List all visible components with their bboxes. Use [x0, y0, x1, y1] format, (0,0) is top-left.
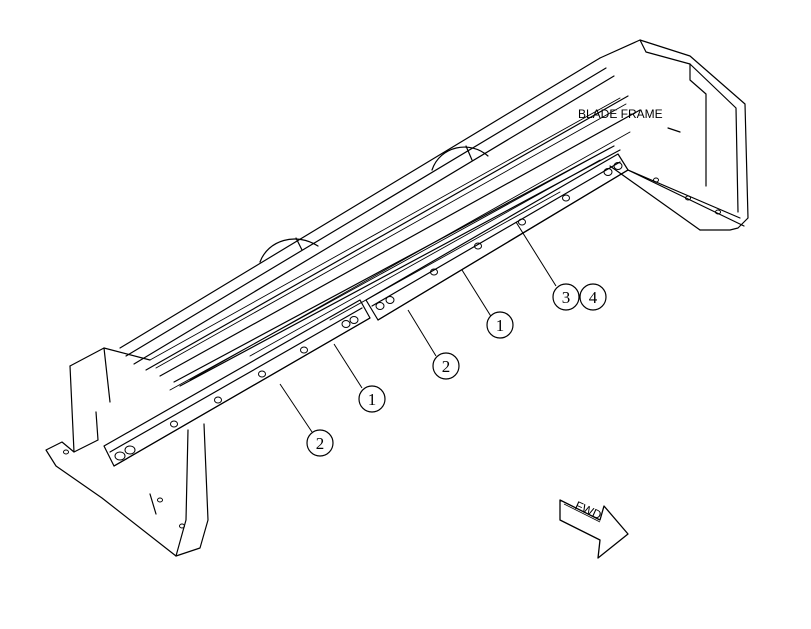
- bolt-hole: [474, 242, 482, 250]
- moldboard-face: [149, 97, 631, 391]
- leader-line: [407, 309, 437, 357]
- callout-3: 3: [552, 283, 580, 311]
- bolt-hole: [613, 162, 623, 170]
- bolt-hole: [653, 177, 659, 183]
- callout-3-text: 3: [562, 288, 571, 307]
- bolt-hole: [179, 523, 185, 529]
- bolt-hole: [603, 168, 613, 176]
- callouts: 1 2 3 4 1 2: [306, 283, 607, 457]
- rear-bracket-right: [431, 145, 489, 171]
- callout-2-left-text: 2: [316, 434, 325, 453]
- leader-line: [279, 383, 313, 433]
- bolt-holes: [63, 162, 721, 529]
- callout-1-left-text: 1: [368, 390, 377, 409]
- leader-line: [333, 343, 363, 389]
- callout-1-right-text: 1: [496, 316, 505, 335]
- bolt-hole: [341, 320, 351, 328]
- bolt-hole: [385, 296, 395, 304]
- bolt-hole: [430, 268, 438, 276]
- bolt-hole: [214, 396, 222, 404]
- leader-line: [515, 221, 557, 287]
- callout-1-left: 1: [358, 385, 386, 413]
- bolt-hole: [562, 194, 570, 202]
- bolt-hole: [349, 316, 359, 324]
- callout-2-right-text: 2: [442, 357, 451, 376]
- fwd-arrow: FWD: [559, 498, 629, 559]
- bolt-hole: [258, 370, 266, 378]
- blade-frame-label: BLADE FRAME: [578, 107, 663, 121]
- leader-line: [461, 269, 493, 319]
- bolt-hole: [114, 451, 126, 461]
- bolt-hole: [375, 302, 385, 310]
- callout-4: 4: [579, 283, 607, 311]
- right-end-plate: [599, 39, 749, 231]
- blade-frame-top: [119, 57, 641, 387]
- rear-bracket-left: [259, 237, 319, 263]
- bolt-hole: [124, 445, 136, 455]
- bolt-hole: [170, 420, 178, 428]
- left-end-plate: [45, 347, 209, 557]
- bolt-hole: [518, 218, 526, 226]
- callout-1-right: 1: [486, 311, 514, 339]
- callout-2-right: 2: [432, 352, 460, 380]
- bolt-hole: [685, 195, 691, 201]
- bolt-hole: [63, 449, 69, 455]
- bolt-hole: [715, 209, 721, 215]
- bolt-hole: [300, 346, 308, 354]
- callout-2-left: 2: [306, 429, 334, 457]
- callout-4-text: 4: [589, 288, 598, 307]
- bolt-hole: [157, 497, 163, 503]
- leader-lines: [279, 221, 557, 433]
